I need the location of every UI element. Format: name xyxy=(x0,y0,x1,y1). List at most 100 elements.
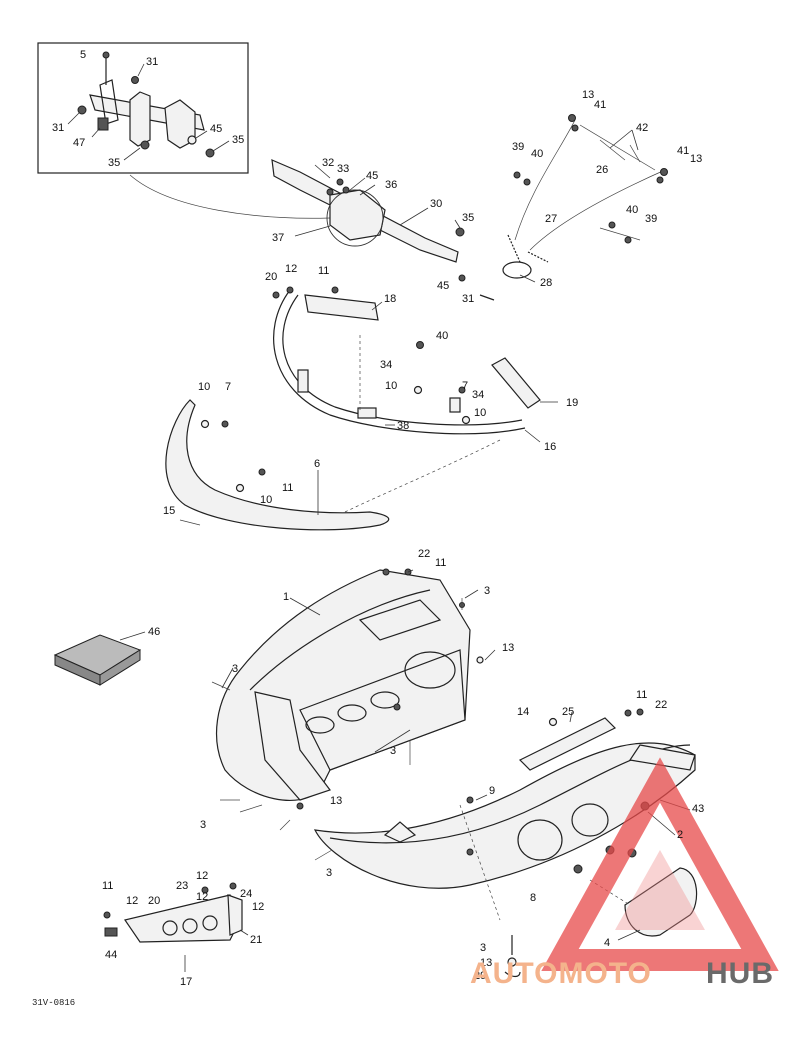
callout-20: 20 xyxy=(148,895,160,907)
callout-2: 2 xyxy=(677,829,683,841)
callout-17: 17 xyxy=(180,976,192,988)
callout-3: 3 xyxy=(232,663,238,675)
callout-1: 1 xyxy=(283,591,289,603)
callout-36: 36 xyxy=(385,179,397,191)
callout-10: 10 xyxy=(198,381,210,393)
bottom-pan xyxy=(215,568,496,810)
callout-22: 22 xyxy=(418,548,430,560)
callout-26: 26 xyxy=(596,164,608,176)
callout-6: 6 xyxy=(314,458,320,470)
callout-3: 3 xyxy=(484,585,490,597)
callout-12: 12 xyxy=(285,263,297,275)
callout-14: 14 xyxy=(517,706,529,718)
callout-13: 13 xyxy=(502,642,514,654)
callout-41: 41 xyxy=(677,145,689,157)
callout-4: 4 xyxy=(604,937,610,949)
callout-3: 3 xyxy=(326,867,332,879)
drawing-code: 31V-0816 xyxy=(32,998,75,1008)
callout-11: 11 xyxy=(435,557,446,569)
callout-24: 24 xyxy=(240,888,252,900)
callout-40: 40 xyxy=(436,330,448,342)
callout-25: 25 xyxy=(562,706,574,718)
callout-40: 40 xyxy=(626,204,638,216)
foam-pad xyxy=(53,631,146,686)
callout-22: 22 xyxy=(655,699,667,711)
callout-20: 20 xyxy=(265,271,277,283)
callout-35: 35 xyxy=(462,212,474,224)
callout-11: 11 xyxy=(282,482,293,494)
detail-inset xyxy=(37,42,249,174)
callout-11: 11 xyxy=(636,689,647,701)
callout-46: 46 xyxy=(148,626,160,638)
callout-43: 43 xyxy=(692,803,704,815)
callout-34: 34 xyxy=(380,359,392,371)
support-bracket-assembly xyxy=(271,159,495,301)
callout-35: 35 xyxy=(108,157,120,169)
callout-3: 3 xyxy=(200,819,206,831)
callout-16: 16 xyxy=(544,441,556,453)
callout-labels: 5 31 31 47 45 35 35 32 33 45 36 30 35 37… xyxy=(52,49,704,988)
hardware-details xyxy=(211,598,463,861)
side-plate xyxy=(103,882,249,972)
callout-10: 10 xyxy=(260,494,272,506)
callout-31: 31 xyxy=(462,293,474,305)
callout-12: 12 xyxy=(252,901,264,913)
callout-30: 30 xyxy=(430,198,442,210)
callout-11: 11 xyxy=(318,265,329,277)
callout-12: 12 xyxy=(196,891,208,903)
callout-8: 8 xyxy=(530,892,536,904)
callout-5: 5 xyxy=(80,49,86,61)
watermark-text: AUTOMOTO HUB xyxy=(470,957,774,990)
callout-44: 44 xyxy=(105,949,117,961)
callout-10: 10 xyxy=(474,407,486,419)
callout-28: 28 xyxy=(540,277,552,289)
callout-10: 10 xyxy=(385,380,397,392)
callout-27: 27 xyxy=(545,213,557,225)
callout-45: 45 xyxy=(366,170,378,182)
callout-9: 9 xyxy=(489,785,495,797)
callout-3: 3 xyxy=(480,942,486,954)
callout-31: 31 xyxy=(52,122,64,134)
inset-leader-line xyxy=(129,174,331,219)
callout-7: 7 xyxy=(225,381,231,393)
callout-35: 35 xyxy=(232,134,244,146)
callout-13: 13 xyxy=(330,795,342,807)
callout-12: 12 xyxy=(126,895,138,907)
bracket-strip xyxy=(518,708,644,771)
callout-7: 7 xyxy=(462,380,468,392)
callout-38: 38 xyxy=(397,420,409,432)
front-spoiler xyxy=(165,399,501,531)
cable-assembly xyxy=(502,114,668,283)
callout-45: 45 xyxy=(437,280,449,292)
callout-42: 42 xyxy=(636,122,648,134)
svg-text:HUB: HUB xyxy=(706,957,774,990)
callout-23: 23 xyxy=(176,880,188,892)
callout-37: 37 xyxy=(272,232,284,244)
lower-body-panel xyxy=(313,742,696,921)
callout-11: 11 xyxy=(102,880,113,892)
callout-13: 13 xyxy=(480,957,492,969)
callout-21: 21 xyxy=(250,934,262,946)
callout-34: 34 xyxy=(472,389,484,401)
callout-13: 13 xyxy=(690,153,702,165)
callout-13: 13 xyxy=(582,89,594,101)
front-bumper xyxy=(272,286,558,443)
callout-39: 39 xyxy=(512,141,524,153)
callout-32: 32 xyxy=(322,157,334,169)
callout-47: 47 xyxy=(73,137,85,149)
svg-text:AUTOMOTO: AUTOMOTO xyxy=(470,957,652,990)
callout-15: 15 xyxy=(163,505,175,517)
callout-41: 41 xyxy=(594,99,606,111)
callout-19: 19 xyxy=(566,397,578,409)
fastener-stack xyxy=(504,935,521,978)
callout-45: 45 xyxy=(210,123,222,135)
callout-31: 31 xyxy=(146,56,158,68)
callout-39: 39 xyxy=(645,213,657,225)
callout-29: 29 xyxy=(474,970,486,982)
callout-18: 18 xyxy=(384,293,396,305)
watermark-logo xyxy=(541,757,779,971)
callout-40: 40 xyxy=(531,148,543,160)
callout-12: 12 xyxy=(196,870,208,882)
callout-33: 33 xyxy=(337,163,349,175)
